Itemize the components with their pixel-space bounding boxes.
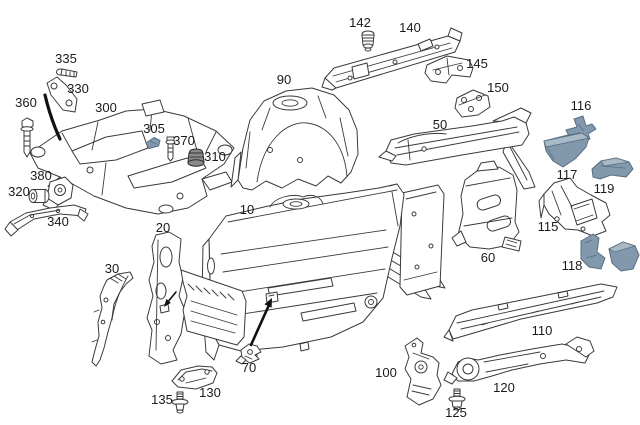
part-120-support-arm[interactable] [443, 336, 595, 385]
part-label-305[interactable]: 305 [143, 121, 165, 136]
part-label-20[interactable]: 20 [156, 220, 170, 235]
part-label-119[interactable]: 119 [594, 181, 615, 196]
part-label-140[interactable]: 140 [399, 20, 421, 35]
part-100-bracket[interactable] [404, 337, 442, 406]
part-label-300[interactable]: 300 [95, 100, 117, 115]
part-370-bolt[interactable] [165, 136, 176, 162]
part-118-support[interactable] [580, 233, 640, 272]
part-116-bracket[interactable] [565, 115, 597, 142]
part-label-360[interactable]: 360 [15, 95, 37, 110]
leader-arrow-70 [249, 298, 272, 347]
part-90-wheel-housing[interactable] [230, 87, 359, 191]
part-label-10[interactable]: 10 [240, 202, 254, 217]
part-label-110[interactable]: 110 [532, 323, 553, 338]
part-30-reinforcement[interactable] [91, 271, 134, 367]
part-label-320[interactable]: 320 [8, 184, 30, 199]
part-label-120[interactable]: 120 [493, 380, 515, 395]
part-140-upper-rail[interactable] [321, 27, 463, 91]
part-310-rubber-mount[interactable] [187, 148, 205, 167]
part-label-50[interactable]: 50 [433, 117, 447, 132]
part-115-support[interactable] [538, 177, 611, 237]
leader-arrow-20 [164, 291, 177, 307]
part-label-330[interactable]: 330 [67, 81, 89, 96]
part-117-panel[interactable] [543, 132, 590, 168]
part-label-70[interactable]: 70 [242, 360, 256, 375]
part-320-bushing[interactable] [28, 189, 50, 203]
part-label-100[interactable]: 100 [375, 365, 397, 380]
part-label-380[interactable]: 380 [30, 168, 52, 183]
part-60-bracket[interactable] [451, 160, 522, 252]
callout-labels: 335 330 360 300 305 370 310 380 320 340 … [8, 15, 614, 420]
part-label-335[interactable]: 335 [55, 51, 77, 66]
part-142-grommet[interactable] [361, 30, 375, 52]
part-label-142[interactable]: 142 [349, 15, 371, 30]
part-119-panel[interactable] [591, 157, 634, 180]
part-label-135[interactable]: 135 [151, 392, 173, 407]
part-110-sill-rail[interactable] [443, 283, 618, 342]
part-label-125[interactable]: 125 [445, 405, 467, 420]
part-340-support-bar[interactable] [4, 204, 89, 237]
part-label-116[interactable]: 116 [571, 98, 592, 113]
part-label-118[interactable]: 118 [562, 258, 583, 273]
part-20-side-panel[interactable] [146, 231, 247, 365]
part-135-screw[interactable] [171, 391, 189, 414]
part-label-117[interactable]: 117 [557, 167, 578, 182]
part-label-150[interactable]: 150 [487, 80, 509, 95]
part-130-cover-plate[interactable] [171, 365, 218, 390]
part-330-brace-arm[interactable] [46, 76, 78, 113]
part-label-340[interactable]: 340 [47, 214, 69, 229]
part-label-130[interactable]: 130 [199, 385, 221, 400]
leader-curve [43, 93, 62, 141]
part-125-screw[interactable] [448, 388, 466, 411]
part-label-30[interactable]: 30 [105, 261, 119, 276]
part-label-145[interactable]: 145 [466, 56, 488, 71]
part-150-mounting-plate[interactable] [454, 89, 491, 118]
part-label-60[interactable]: 60 [481, 250, 495, 265]
part-305-clip[interactable] [145, 137, 161, 149]
part-50-upper-member[interactable] [378, 107, 536, 190]
part-145-bracket[interactable] [424, 55, 474, 84]
part-360-bolt[interactable] [20, 117, 34, 158]
part-label-310[interactable]: 310 [204, 149, 226, 164]
part-335-bolt[interactable] [56, 68, 78, 78]
part-label-90[interactable]: 90 [277, 72, 291, 87]
part-label-115[interactable]: 115 [538, 219, 559, 234]
part-label-370[interactable]: 370 [173, 133, 195, 148]
